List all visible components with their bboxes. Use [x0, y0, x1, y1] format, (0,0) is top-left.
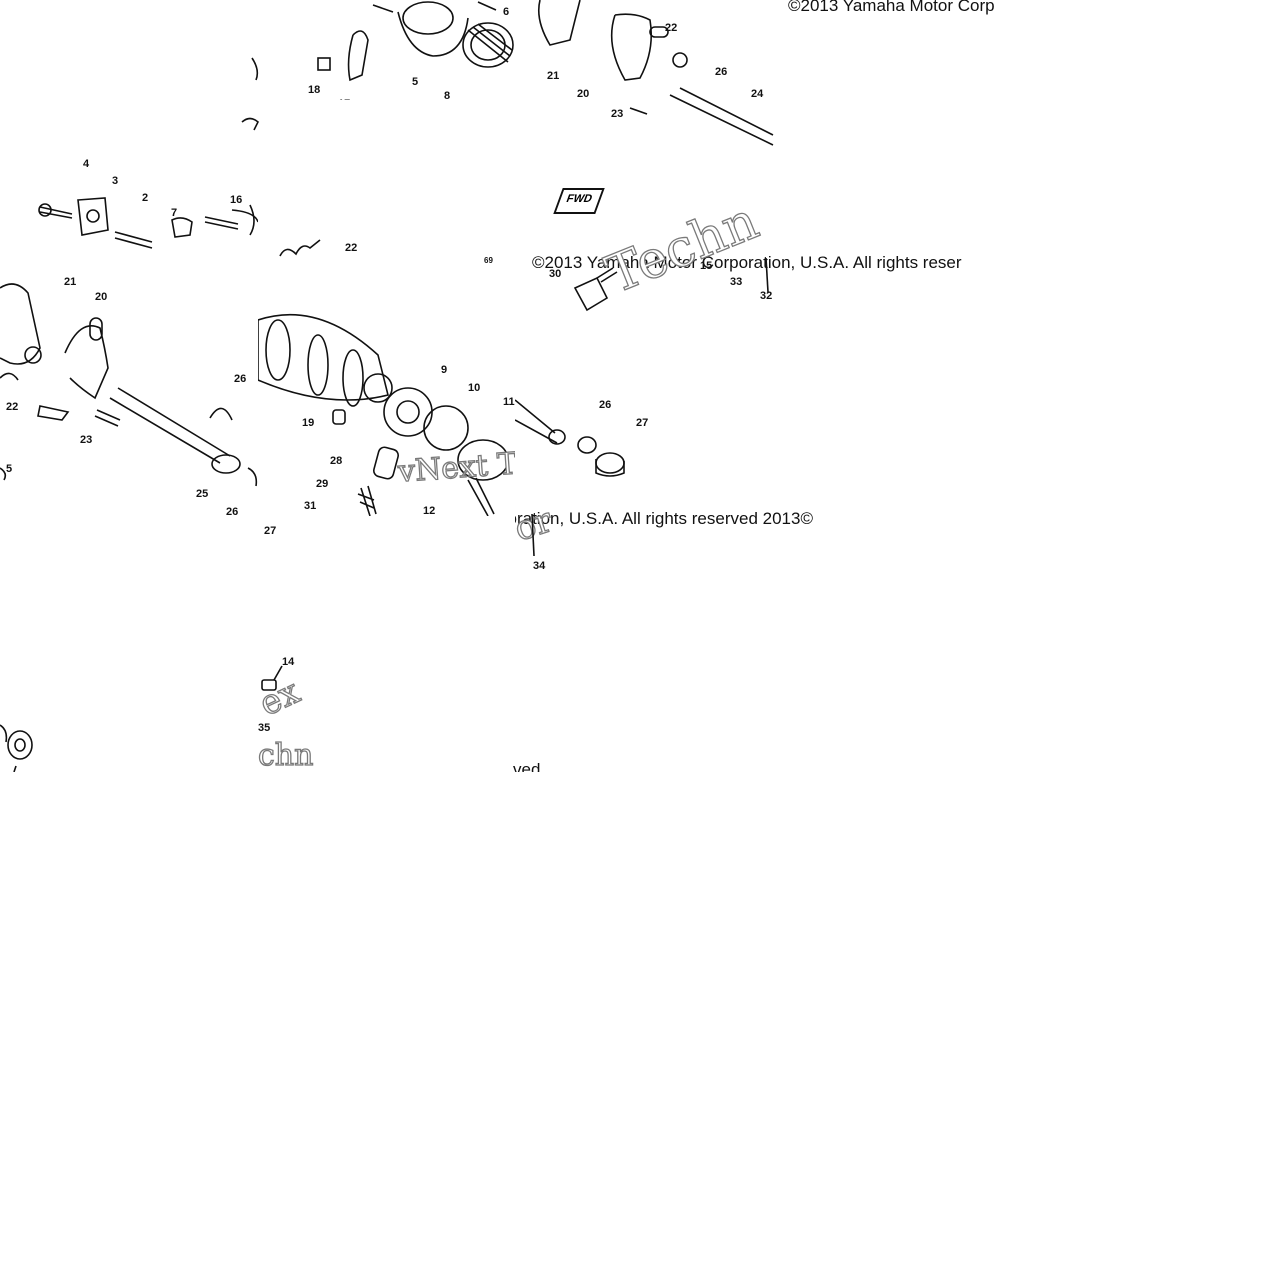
watermark-techn-large: Techn: [597, 190, 767, 306]
neutral-switch-drawing: [573, 267, 618, 312]
part14-drawing: [261, 665, 283, 691]
callout-12: 12: [423, 505, 436, 516]
callout-22a: 22: [665, 22, 678, 34]
watermark-chn: chn: [258, 737, 314, 772]
callout-7: 7: [171, 207, 178, 219]
callout-14: 14: [282, 656, 295, 668]
callout-2: 2: [142, 192, 149, 204]
leader-32: [765, 257, 769, 293]
callout-5: 5: [412, 76, 419, 88]
callout-25: 25: [196, 488, 209, 500]
fwd-badge: FWD: [553, 188, 605, 214]
callout-18: 18: [308, 84, 321, 96]
callout-30: 30: [549, 268, 562, 280]
tile-shift-forks-lower: 21 20 26 22 23 25 26 5: [0, 258, 258, 516]
tile-bottom-left: [0, 700, 40, 772]
callout-22c: 22: [6, 401, 19, 413]
callout-23a: 23: [611, 108, 624, 120]
callout-31: 31: [304, 500, 317, 512]
callout-24: 24: [751, 88, 764, 100]
callout-20a: 20: [577, 88, 590, 100]
callout-32: 32: [760, 290, 773, 302]
stopper-parts-drawing: [38, 197, 258, 249]
callout-11: 11: [503, 396, 515, 408]
callout-21a: 21: [547, 70, 560, 82]
callout-19: 19: [302, 417, 315, 429]
callout-33: 33: [730, 276, 743, 288]
callout-20b: 20: [95, 291, 108, 303]
callout-35: 35: [258, 722, 271, 734]
callout-10: 10: [468, 382, 481, 394]
tile-shift-drum: 9 10 19 28 29 31 12 11 vNext Te: [258, 300, 515, 516]
callout-27a: 27: [264, 525, 277, 537]
callout-69: 69: [484, 256, 493, 265]
fragment-fork-22: [279, 239, 321, 257]
copyright-lower: ©2013 Yamaha Motor Corporation, U.S.A. A…: [515, 509, 813, 528]
callout-26b: 26: [234, 373, 247, 385]
callout-15a: 15: [700, 260, 713, 272]
copyright-top: ©2013 Yamaha Motor Corp: [788, 0, 995, 15]
callout-26a: 26: [715, 66, 728, 78]
callout-27b: 27: [636, 417, 649, 429]
callout-4: 4: [83, 158, 90, 170]
callout-23b: 23: [80, 434, 93, 446]
shift-forks-lower-drawing: [0, 283, 258, 487]
fwd-label: FWD: [564, 193, 594, 205]
callout-9: 9: [441, 364, 448, 376]
tile-drum-bearing: 6 5 8 17 18: [258, 0, 515, 100]
callout-29: 29: [316, 478, 329, 490]
copyright-mid: ©2013 Yamaha Motor Corporation, U.S.A. A…: [532, 253, 962, 272]
callout-17: 17: [338, 98, 350, 100]
callout-6: 6: [503, 6, 510, 18]
callout-26c: 26: [226, 506, 239, 516]
callout-15b: 5: [6, 463, 13, 475]
tile-shift-forks-upper: 22 21 20 23 24 26: [515, 0, 1030, 160]
copyright-bottom: ved.: [513, 760, 546, 772]
fragment-left-top: [241, 57, 259, 131]
shift-forks-upper-drawing: [537, 0, 774, 146]
shaft-collar-drawing: [515, 399, 625, 477]
tile-bottom-part14: 14 35 ex chn: [258, 650, 318, 772]
callout-28: 28: [330, 455, 343, 467]
tile-shaft-collar: 26 27: [515, 385, 773, 515]
callout-21b: 21: [64, 276, 77, 288]
callout-3: 3: [112, 175, 119, 187]
drum-bearing-drawing: [317, 1, 514, 82]
callout-34: 34: [533, 560, 546, 572]
shift-drum-drawing: [258, 313, 509, 516]
callout-22b: 22: [345, 242, 358, 254]
callout-26d: 26: [599, 399, 612, 411]
bottom-left-drawing: [0, 724, 33, 772]
tile-stopper-parts: 4 3 2 7 16: [0, 150, 258, 258]
callout-16: 16: [230, 194, 243, 206]
callout-8: 8: [444, 90, 451, 100]
leader-34: [531, 513, 535, 557]
